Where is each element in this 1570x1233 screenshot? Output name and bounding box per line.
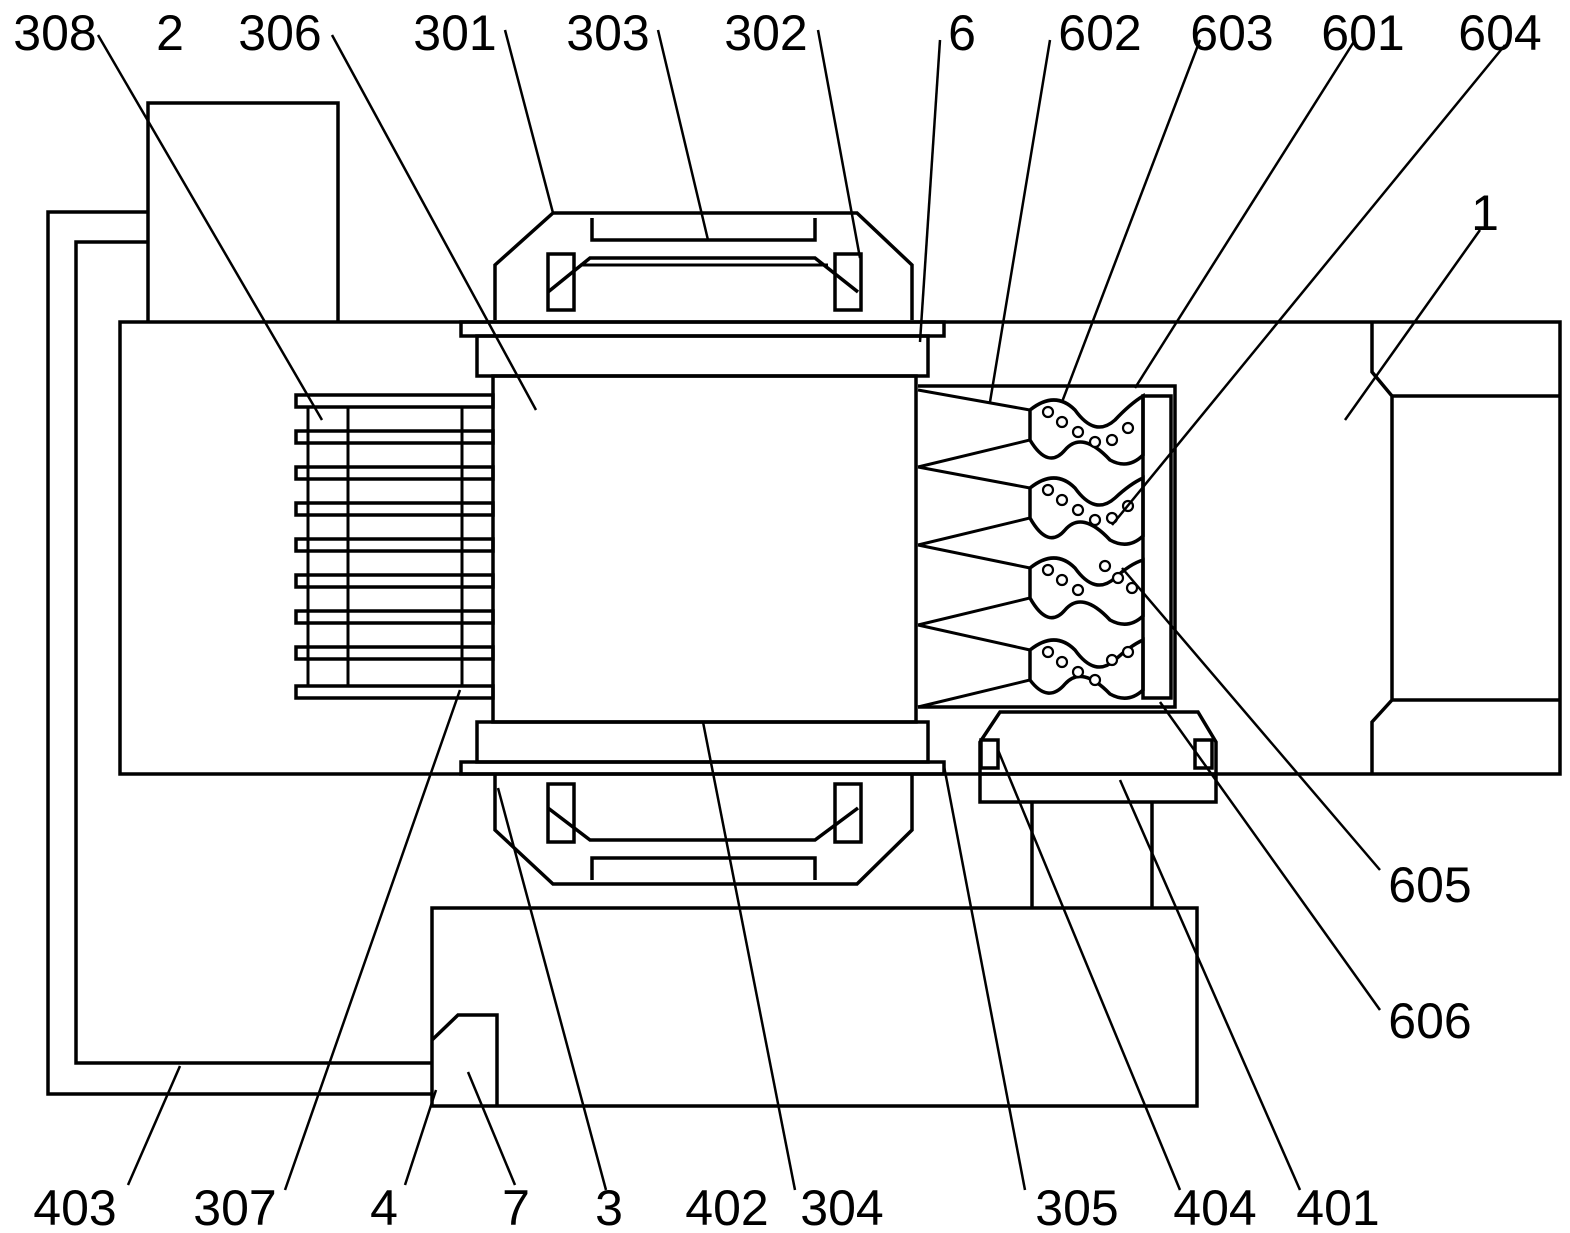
slide-block <box>978 710 1218 908</box>
label-304: 304 <box>800 1180 883 1233</box>
label-1: 1 <box>1471 185 1499 241</box>
lower-plate <box>459 720 946 776</box>
leader-lines <box>96 29 1506 1191</box>
label-306: 306 <box>238 5 321 61</box>
label-603: 603 <box>1190 5 1273 61</box>
label-604: 604 <box>1458 5 1541 61</box>
label-4: 4 <box>370 1180 398 1233</box>
label-307: 307 <box>193 1180 276 1233</box>
label-605: 605 <box>1388 857 1471 913</box>
reference-labels: 308 2 306 301 303 302 6 602 603 601 604 … <box>13 5 1541 1233</box>
fin-stack <box>294 393 495 700</box>
label-305: 305 <box>1035 1180 1118 1233</box>
main-frame <box>118 320 1562 776</box>
label-3: 3 <box>595 1180 623 1233</box>
top-block <box>146 101 340 322</box>
label-7: 7 <box>502 1180 530 1233</box>
pipe <box>46 210 432 1096</box>
label-606: 606 <box>1388 993 1471 1049</box>
label-2: 2 <box>156 5 184 61</box>
central-block <box>491 374 918 724</box>
label-6: 6 <box>948 5 976 61</box>
label-602: 602 <box>1058 5 1141 61</box>
label-303: 303 <box>566 5 649 61</box>
label-301: 301 <box>413 5 496 61</box>
label-302: 302 <box>724 5 807 61</box>
label-402: 402 <box>685 1180 768 1233</box>
label-404: 404 <box>1173 1180 1256 1233</box>
label-403: 403 <box>33 1180 116 1233</box>
right-housing <box>917 384 1177 709</box>
label-401: 401 <box>1296 1180 1379 1233</box>
upper-clamp <box>459 211 946 378</box>
label-601: 601 <box>1321 5 1404 61</box>
base-block <box>430 906 1199 1108</box>
label-308: 308 <box>13 5 96 61</box>
lower-clamp <box>493 774 914 886</box>
